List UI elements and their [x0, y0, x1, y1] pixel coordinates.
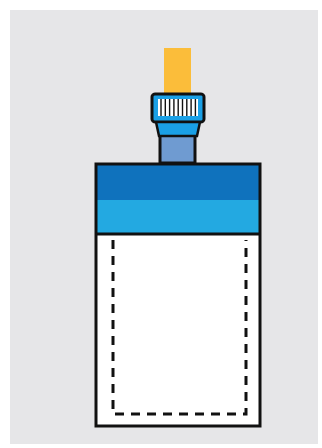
connector-flare — [156, 122, 200, 136]
container-band-light — [96, 200, 260, 234]
container-body — [96, 234, 260, 426]
container-band-dark — [96, 164, 260, 200]
connector-cap — [152, 94, 204, 136]
tube-top — [164, 48, 191, 96]
connector-ridges — [158, 99, 198, 116]
